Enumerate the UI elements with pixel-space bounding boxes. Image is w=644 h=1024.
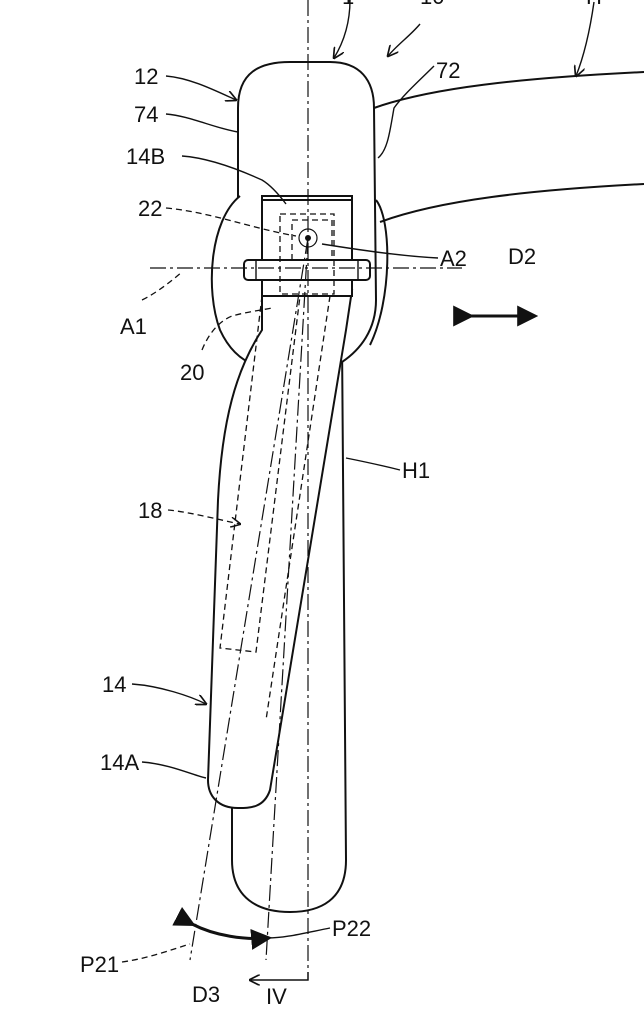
label-14a: 14A bbox=[100, 750, 139, 775]
label-14b: 14B bbox=[126, 144, 165, 169]
label-22: 22 bbox=[138, 196, 162, 221]
handlebar-h bbox=[373, 71, 644, 223]
direction-d3-arrow bbox=[172, 906, 273, 950]
pivot-pin bbox=[243, 259, 371, 281]
label-10: 10 bbox=[420, 0, 444, 9]
label-partial-1: 1 bbox=[342, 0, 354, 9]
label-d3: D3 bbox=[192, 982, 220, 1007]
label-iv: IV bbox=[266, 984, 287, 1009]
label-p22: P22 bbox=[332, 916, 371, 941]
label-a2: A2 bbox=[440, 246, 467, 271]
label-18: 18 bbox=[138, 498, 162, 523]
label-20: 20 bbox=[180, 360, 204, 385]
label-12: 12 bbox=[134, 64, 158, 89]
label-p21: P21 bbox=[80, 952, 119, 977]
label-14: 14 bbox=[102, 672, 126, 697]
label-h1: H1 bbox=[402, 458, 430, 483]
hidden-member-18 bbox=[219, 295, 331, 721]
label-a1: A1 bbox=[120, 314, 147, 339]
label-d2: D2 bbox=[508, 244, 536, 269]
operating-member-14 bbox=[206, 289, 354, 810]
label-72: 72 bbox=[436, 58, 460, 83]
label-74: 74 bbox=[134, 102, 158, 127]
leader-lines bbox=[121, 0, 595, 963]
label-h: H bbox=[586, 0, 602, 9]
hidden-sensor-22 bbox=[279, 213, 335, 295]
